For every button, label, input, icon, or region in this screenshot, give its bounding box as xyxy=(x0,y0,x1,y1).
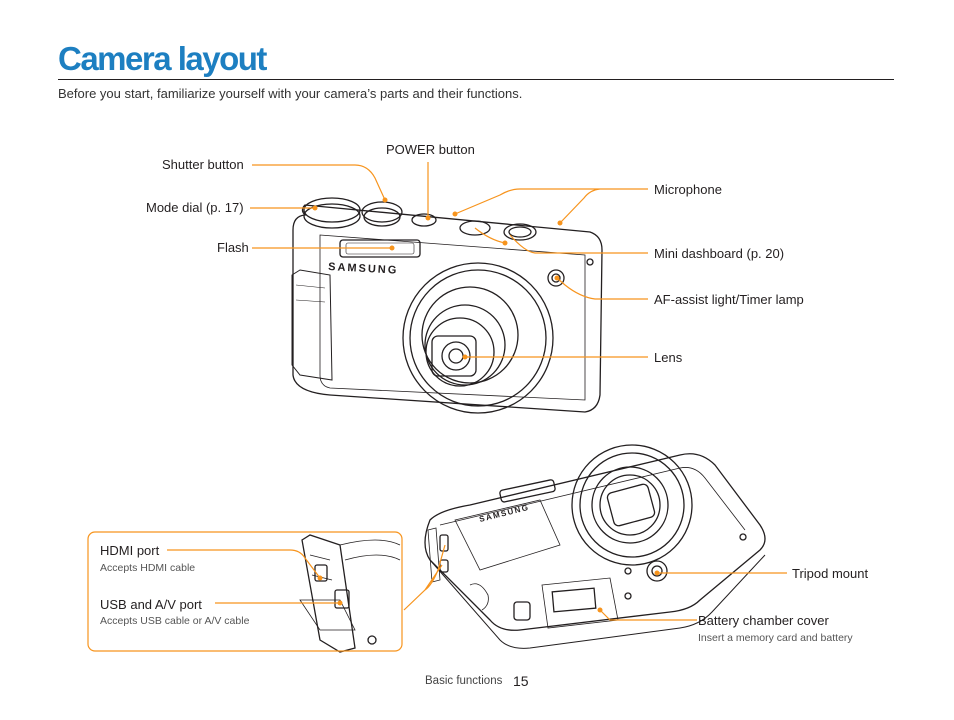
battery-leader xyxy=(599,609,697,621)
shutter-leader xyxy=(252,164,386,201)
port-inset-frame xyxy=(87,531,403,652)
hdmi-port-sublabel: Accepts HDMI cable xyxy=(100,562,196,574)
mode-dial-label: Mode dial (p. 17) xyxy=(146,200,244,215)
front-brand-text: SAMSUNG xyxy=(328,261,399,277)
usb-av-port-label: USB and A/V port xyxy=(100,597,202,612)
mini-dashboard-leader xyxy=(474,227,648,254)
footer-section-name: Basic functions xyxy=(425,675,503,687)
intro-text: Before you start, familiarize yourself w… xyxy=(58,86,523,101)
usb-av-port-sublabel: Accepts USB cable or A/V cable xyxy=(100,615,250,627)
bottom-camera-illustration xyxy=(424,444,766,649)
tripod-mount-label: Tripod mount xyxy=(792,566,869,581)
shutter-button-label: Shutter button xyxy=(162,157,244,172)
port-detail-inset xyxy=(299,534,401,653)
af-assist-leader xyxy=(556,277,648,300)
hdmi-port-label: HDMI port xyxy=(100,543,160,558)
mini-dashboard-label: Mini dashboard (p. 20) xyxy=(654,246,785,261)
front-camera-illustration xyxy=(291,197,603,414)
microphone-leader xyxy=(454,188,648,224)
lens-label: Lens xyxy=(654,350,683,365)
battery-chamber-label: Battery chamber cover xyxy=(698,613,829,628)
flash-label: Flash xyxy=(217,240,249,255)
page-title: Camera layout xyxy=(58,40,267,77)
hdmi-leader xyxy=(167,549,321,579)
power-button-label: POWER button xyxy=(386,142,475,157)
bottom-brand-text: SAMSUNG xyxy=(478,503,530,524)
battery-chamber-sublabel: Insert a memory card and battery xyxy=(698,632,853,644)
af-assist-label: AF-assist light/Timer lamp xyxy=(654,292,804,307)
title-rule xyxy=(58,79,894,80)
port-bridge-leader xyxy=(403,544,446,611)
page-number: 15 xyxy=(513,673,529,689)
microphone-label: Microphone xyxy=(654,182,722,197)
